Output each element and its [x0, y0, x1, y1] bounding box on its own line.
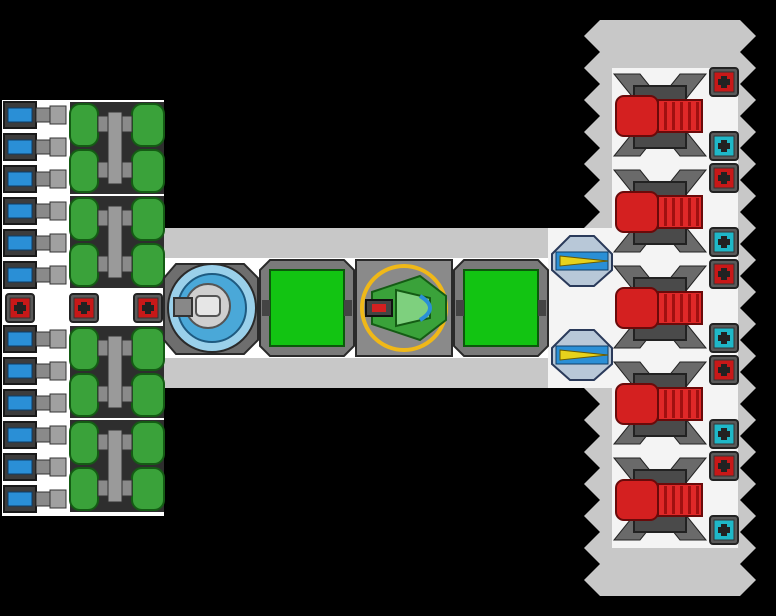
battery-cell[interactable] — [3, 485, 67, 513]
red-plate-icon[interactable] — [69, 293, 99, 323]
battery-cell[interactable] — [3, 357, 67, 385]
battery-cell[interactable] — [3, 133, 67, 161]
turret-group — [551, 235, 613, 381]
cyan-plate-icon[interactable] — [709, 515, 739, 545]
thruster-icon[interactable] — [612, 73, 708, 157]
battery-cell[interactable] — [3, 261, 67, 289]
red-plate-icon[interactable] — [709, 67, 739, 97]
red-plate-icon[interactable] — [709, 259, 739, 289]
cyan-plate-icon[interactable] — [709, 227, 739, 257]
battery-cell[interactable] — [3, 389, 67, 417]
red-plate-icon[interactable] — [133, 293, 163, 323]
fuel-tank[interactable] — [69, 196, 165, 288]
cyan-plate-icon[interactable] — [709, 323, 739, 353]
battery-cell[interactable] — [3, 421, 67, 449]
thruster-icon[interactable] — [612, 361, 708, 445]
red-plate-icon[interactable] — [709, 163, 739, 193]
battery-cell[interactable] — [3, 453, 67, 481]
reactor-dome-icon[interactable] — [163, 263, 259, 355]
battery-cell[interactable] — [3, 165, 67, 193]
cyan-plate-icon[interactable] — [709, 419, 739, 449]
side-plate-column — [709, 67, 739, 545]
red-plate-icon[interactable] — [5, 293, 35, 323]
thruster-icon[interactable] — [612, 169, 708, 253]
thruster-column — [612, 73, 708, 541]
thruster-icon[interactable] — [612, 457, 708, 541]
fuel-tank[interactable] — [69, 326, 165, 418]
battery-cell[interactable] — [3, 325, 67, 353]
green-screen-panel-left[interactable] — [259, 259, 355, 357]
battery-cell[interactable] — [3, 229, 67, 257]
red-plate-icon[interactable] — [709, 451, 739, 481]
left-bank — [3, 101, 165, 513]
red-plate-icon[interactable] — [709, 355, 739, 385]
turret-icon[interactable] — [551, 329, 613, 381]
turret-icon[interactable] — [551, 235, 613, 287]
fuel-tank[interactable] — [69, 102, 165, 194]
green-screen-panel-right[interactable] — [453, 259, 549, 357]
battery-cell[interactable] — [3, 101, 67, 129]
command-pod-icon[interactable] — [355, 259, 453, 357]
fuel-tank[interactable] — [69, 420, 165, 512]
cyan-plate-icon[interactable] — [709, 131, 739, 161]
battery-cell[interactable] — [3, 197, 67, 225]
thruster-icon[interactable] — [612, 265, 708, 349]
